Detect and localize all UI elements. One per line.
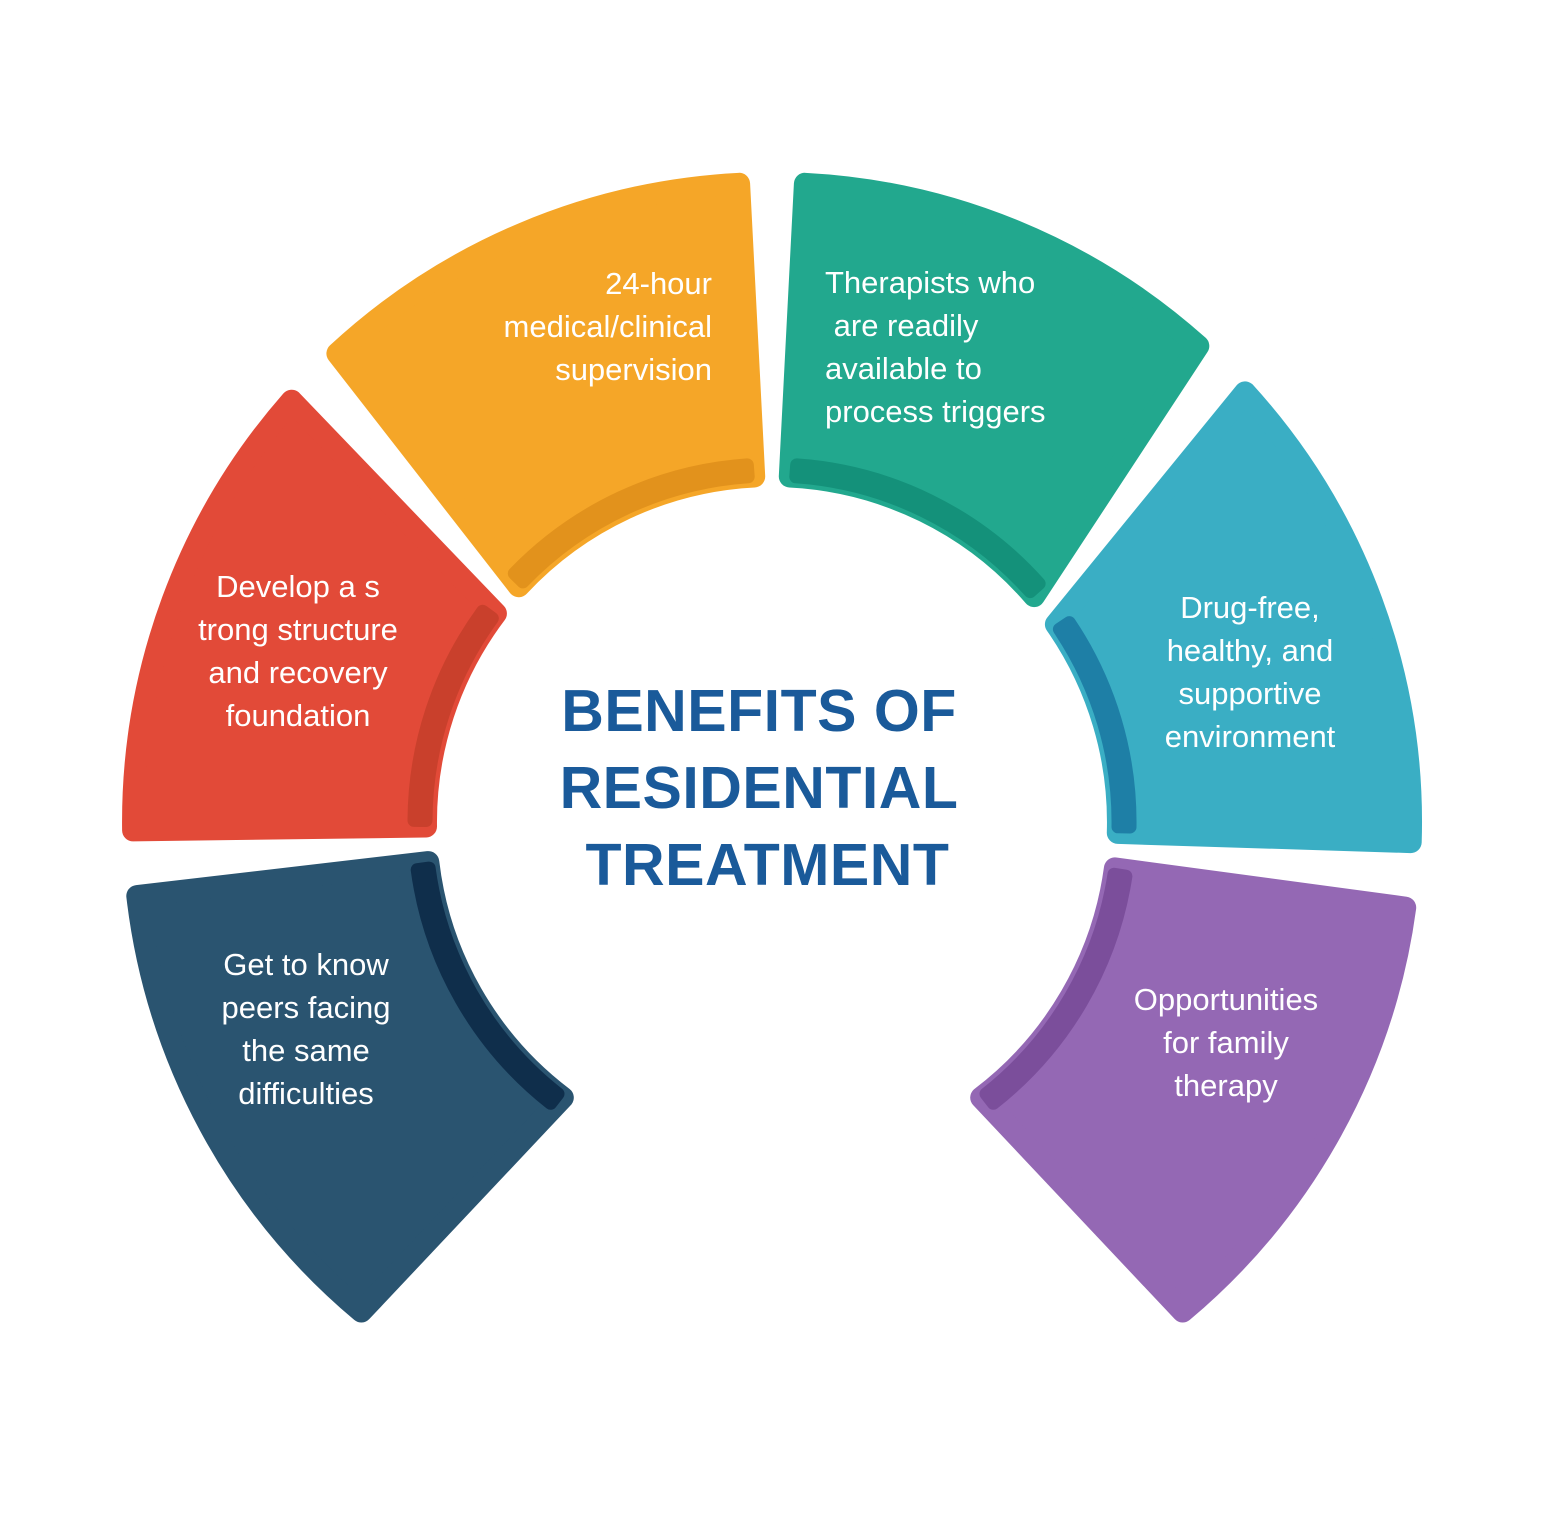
segment-therapists-shadow — [789, 458, 1046, 599]
segment-foundation-shadow — [407, 604, 499, 827]
segment-label-family-therapy: Opportunities for family therapy — [1133, 982, 1319, 1103]
segment-supervision-shadow — [507, 458, 755, 589]
segment-peers-shadow — [410, 861, 565, 1110]
segment-label-foundation: Develop a s trong structure and recovery… — [198, 569, 398, 733]
segment-family-therapy-shadow — [979, 867, 1133, 1110]
segment-label-environment: Drug-free, healthy, and supportive envir… — [1164, 590, 1336, 754]
segment-label-peers: Get to know peers facing the same diffic… — [221, 947, 391, 1111]
segment-label-therapists: Therapists who are readily available to … — [825, 265, 1046, 429]
segment-environment-shadow — [1052, 616, 1137, 834]
segment-label-supervision: 24-hour medical/clinical supervision — [503, 266, 712, 387]
center-title: BENEFITS OF RESIDENTIAL TREATMENT — [559, 678, 959, 898]
